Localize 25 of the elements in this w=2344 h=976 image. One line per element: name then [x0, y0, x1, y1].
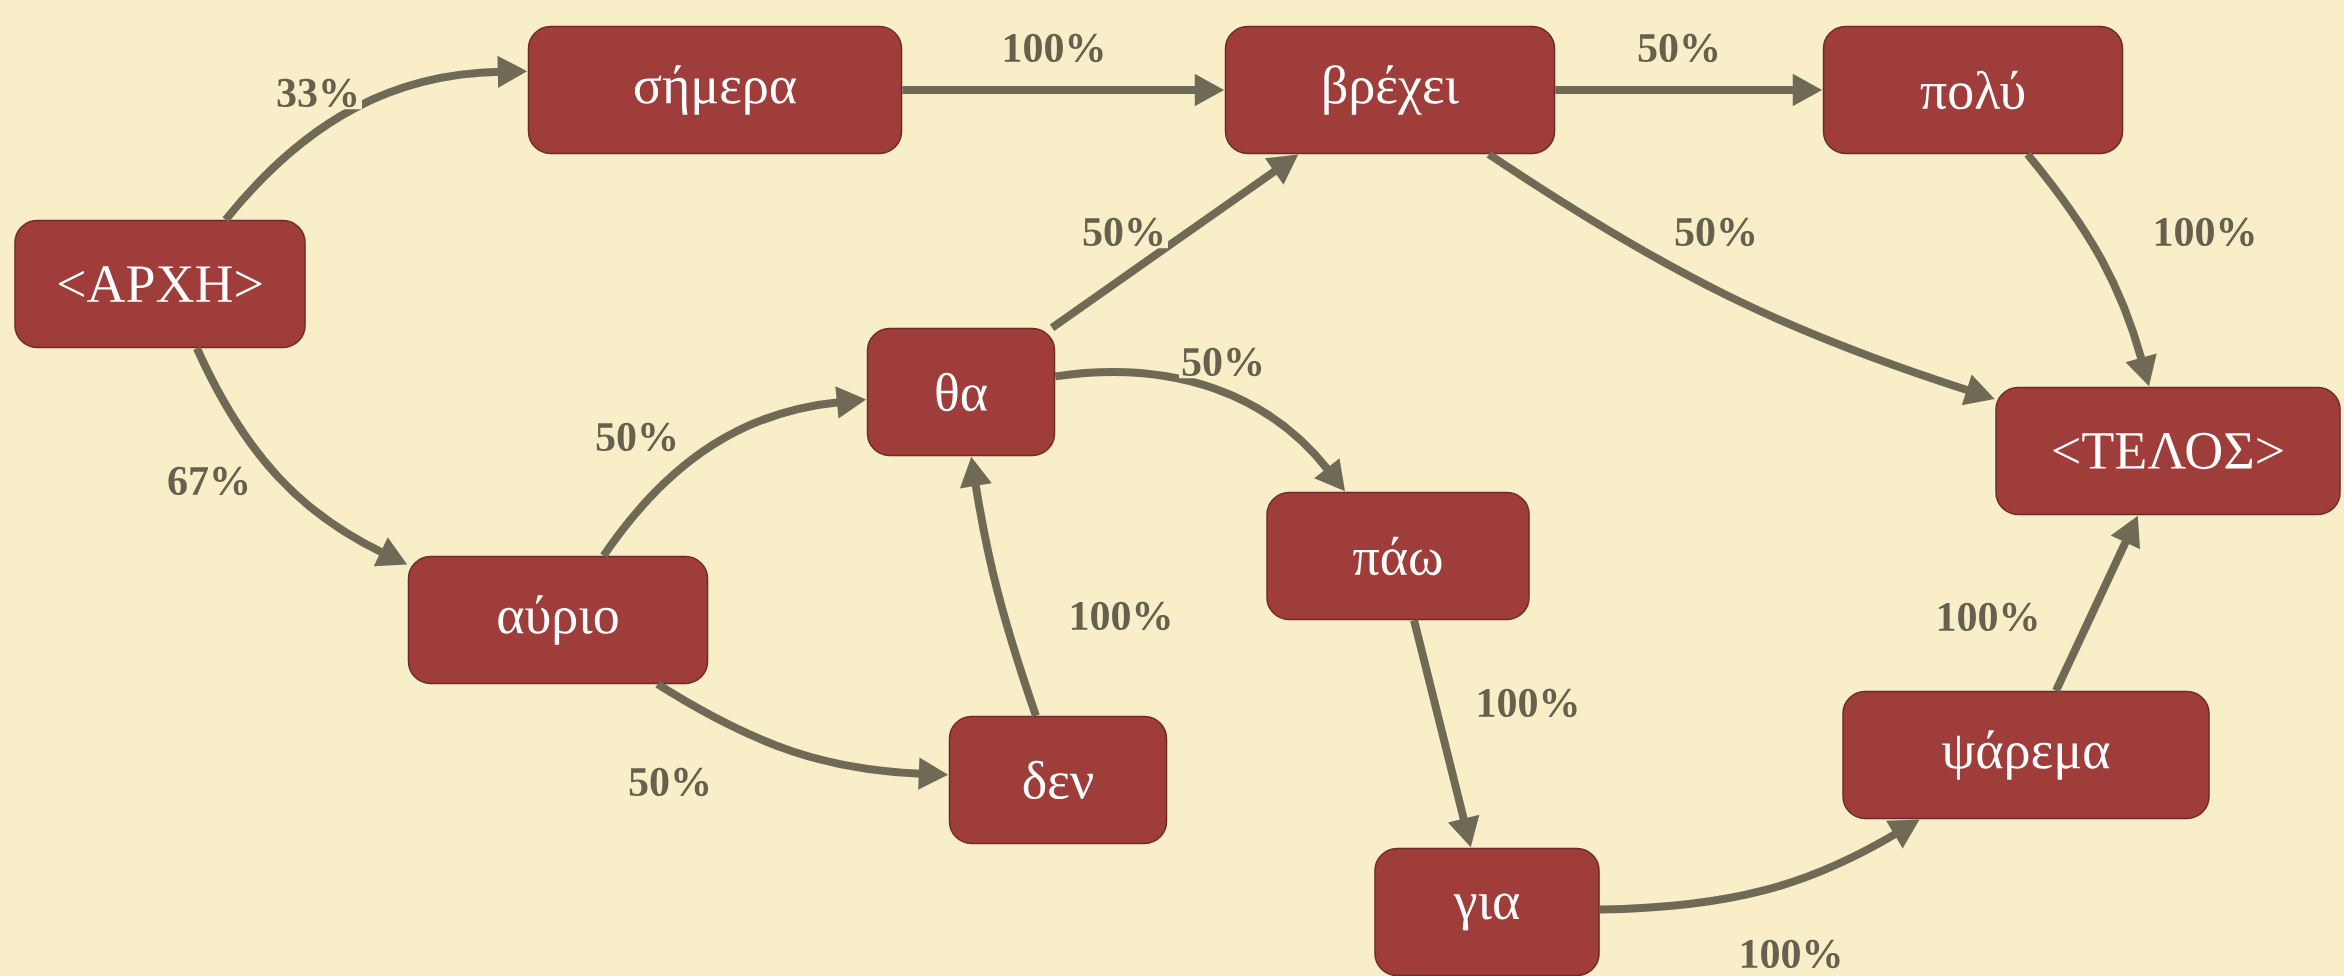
edge-label: 50% — [1672, 215, 1760, 249]
edge-label: 100% — [1933, 600, 2043, 634]
word-box: ψάρεμα — [1842, 690, 2210, 820]
edge-label: 50% — [1080, 215, 1168, 249]
edge-label: 50% — [1179, 345, 1267, 379]
edge-label: 100% — [999, 31, 1109, 65]
edge-label: 50% — [626, 765, 714, 799]
word-box: <ΤΕΛΟΣ> — [1995, 386, 2341, 516]
word-box: για — [1374, 847, 1600, 976]
word-box: βρέχει — [1224, 25, 1556, 155]
word-box: αύριο — [407, 555, 709, 685]
word-box: δεν — [948, 715, 1168, 845]
word-box: πολύ — [1822, 25, 2124, 155]
edge-label: 33% — [274, 76, 362, 110]
edge-label: 100% — [1736, 937, 1846, 971]
edge-label: 67% — [165, 464, 253, 498]
word-box: πάω — [1266, 491, 1530, 621]
edge-label: 100% — [1473, 686, 1583, 720]
word-box: <ΑΡΧΗ> — [14, 219, 306, 349]
word-box: σήμερα — [527, 25, 903, 155]
edge-label: 100% — [2150, 215, 2260, 249]
edge-label: 50% — [593, 420, 681, 454]
edge-label: 50% — [1635, 31, 1723, 65]
edge-label: 100% — [1066, 599, 1176, 633]
word-box: θα — [866, 327, 1056, 457]
